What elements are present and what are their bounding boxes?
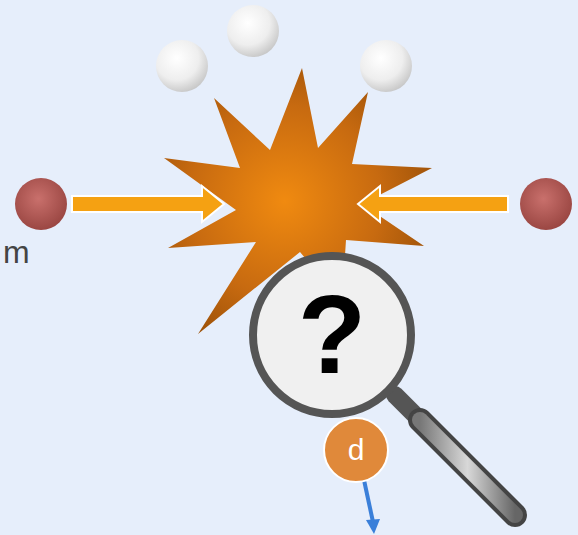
mass-label: m — [3, 236, 30, 268]
arrow — [364, 480, 373, 522]
particle — [15, 178, 67, 230]
particle-circle: d — [323, 417, 389, 483]
magnifier-handle — [395, 395, 515, 515]
arrow — [72, 186, 508, 222]
arrowhead — [366, 519, 380, 534]
particle — [520, 178, 572, 230]
node-text: d — [348, 435, 365, 465]
node-text: ? — [298, 279, 366, 391]
particle — [227, 5, 279, 57]
particle — [360, 40, 412, 92]
particle — [156, 40, 208, 92]
magnifier-lens: ? — [249, 252, 415, 418]
